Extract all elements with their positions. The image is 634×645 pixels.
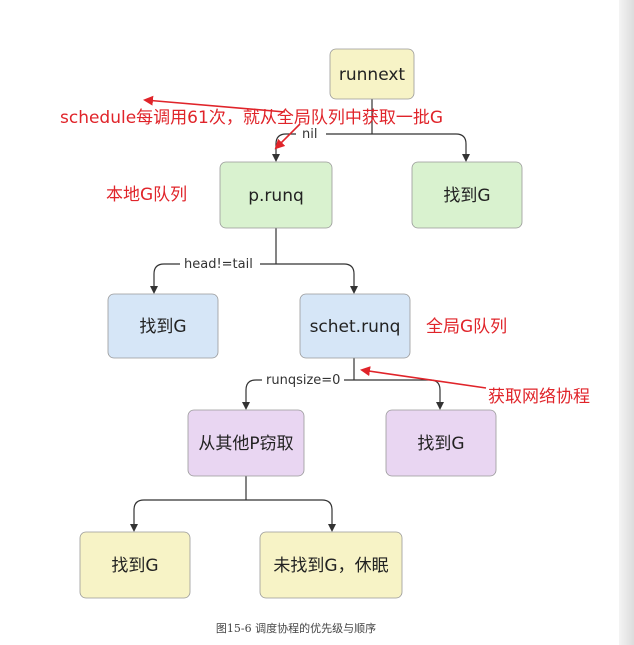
node-found-g-4-label: 找到G	[111, 556, 158, 576]
node-runnext-label: runnext	[339, 65, 406, 85]
edge-label-bg	[262, 372, 344, 388]
edge-label-head-ne-tail: head!=tail	[184, 257, 253, 272]
node-found-g-1-label: 找到G	[443, 186, 490, 206]
edge-label-runqsize-zero: runqsize=0	[266, 373, 340, 388]
connector-to-global-queue	[276, 263, 358, 294]
annotation-local-queue-note: 本地G队列	[106, 185, 187, 205]
edge-label-bg	[296, 126, 326, 142]
node-found-g-1: 找到G	[411, 161, 523, 229]
annotation-netpoll-note: 获取网络协程	[488, 387, 590, 407]
node-found-g-4: 找到G	[79, 531, 191, 599]
node-found-g-2-label: 找到G	[139, 317, 186, 337]
edge-label-nil: nil	[302, 127, 317, 142]
node-found-g-2: 找到G	[107, 293, 219, 359]
node-global-queue: schet.runq	[299, 293, 411, 359]
page-edge-shadow	[619, 0, 634, 645]
connector-to-found-g-1	[372, 133, 470, 162]
connector-to-found-g-4	[130, 499, 246, 532]
connector-to-found-g-2	[150, 263, 276, 294]
node-sleep-label: 未找到G，休眠	[273, 556, 388, 576]
node-global-queue-label: schet.runq	[310, 317, 401, 337]
annotation-arrow-netpoll	[360, 366, 487, 389]
node-steal: 从其他P窃取	[187, 409, 305, 477]
node-found-g-3-label: 找到G	[417, 434, 464, 454]
node-steal-label: 从其他P窃取	[198, 434, 293, 454]
node-found-g-3: 找到G	[385, 409, 497, 477]
annotation-global-queue-note: 全局G队列	[426, 317, 507, 337]
connector-to-found-g-3	[354, 379, 444, 410]
connector-to-sleep	[246, 499, 336, 532]
annotation-arrow-runnext	[143, 95, 286, 113]
connector-to-steal	[242, 379, 354, 410]
edge-label-bg	[180, 256, 260, 272]
figure-caption: 图15-6 调度协程的优先级与顺序	[216, 621, 376, 635]
node-local-queue: p.runq	[219, 161, 333, 229]
node-sleep: 未找到G，休眠	[259, 531, 403, 599]
annotation-schedule-note: schedule每调用61次，就从全局队列中获取一批G	[60, 108, 443, 128]
node-local-queue-label: p.runq	[248, 186, 304, 206]
node-runnext: runnext	[329, 48, 415, 100]
annotation-arrow-local-queue	[274, 123, 301, 150]
